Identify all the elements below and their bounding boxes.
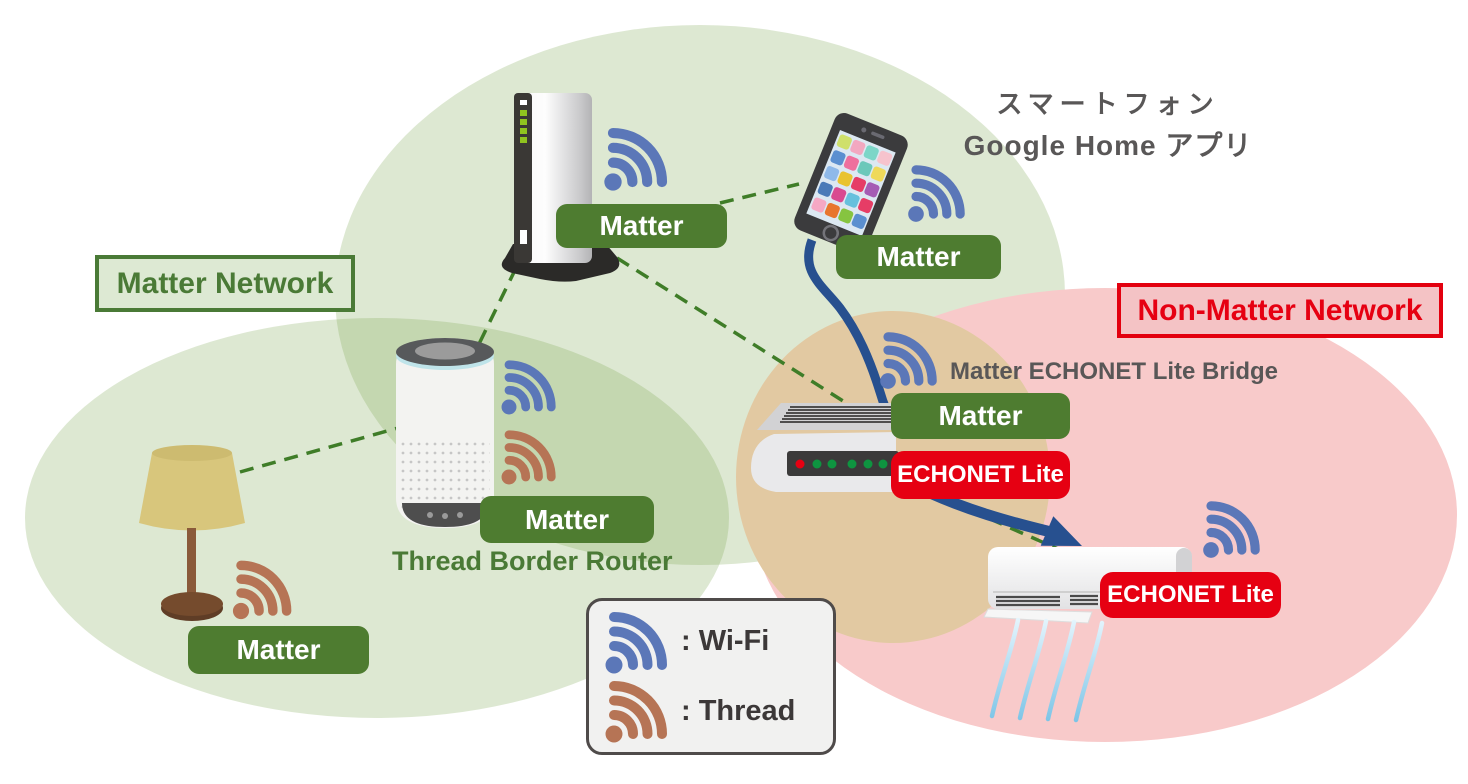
matter-badge-router: Matter [556, 204, 727, 248]
matter-badge-smartphone: Matter [836, 235, 1001, 279]
bridge-caption: Matter ECHONET Lite Bridge [950, 358, 1279, 385]
matter-network-label: Matter Network [95, 255, 355, 312]
smart-lamp [139, 445, 245, 621]
airflow-lines [989, 617, 1105, 723]
legend-thread-label: : Thread [681, 694, 796, 727]
link-lamp-purifier [239, 426, 399, 474]
smartphone-caption-line1: スマートフォン [996, 89, 1220, 119]
matter-network-label-text: Matter Network [116, 266, 334, 300]
smartphone [794, 112, 908, 254]
legend: : Wi-Fi : Thread [586, 598, 836, 755]
matter-badge-text: Matter [236, 634, 321, 665]
matter-badge-thread-border-router: Matter [480, 496, 654, 543]
echonet-lite-badge-ac: ECHONET Lite [1100, 572, 1281, 618]
echonet-lite-bridge-device [751, 403, 899, 492]
legend-row-thread: : Thread [603, 678, 823, 744]
matter-badge-bridge: Matter [891, 393, 1070, 439]
echonet-lite-badge-text: ECHONET Lite [897, 461, 1064, 488]
thread-icon [603, 678, 667, 744]
legend-wifi-label: : Wi-Fi [681, 625, 770, 658]
matter-badge-text: Matter [938, 400, 1023, 431]
smartphone-caption-line2: Google Home アプリ [963, 130, 1253, 161]
thread-border-router-device [396, 338, 494, 528]
app-icons [811, 134, 893, 229]
control-arrow-head [1040, 516, 1082, 546]
legend-row-wifi: : Wi-Fi [603, 609, 823, 675]
link-router-purifier [476, 267, 518, 347]
smartphone-caption: スマートフォン Google Home アプリ [908, 84, 1308, 164]
non-matter-network-label: Non-Matter Network [1117, 283, 1443, 338]
link-router-phone [719, 182, 800, 205]
matter-badge-text: Matter [599, 210, 684, 241]
matter-badge-lamp: Matter [188, 626, 369, 674]
thread-border-router-caption: Thread Border Router [392, 546, 673, 576]
matter-badge-text: Matter [876, 241, 961, 272]
non-matter-network-label-text: Non-Matter Network [1137, 293, 1423, 327]
wifi-icon [603, 609, 667, 675]
echonet-lite-badge-text: ECHONET Lite [1107, 581, 1274, 608]
matter-badge-text: Matter [524, 503, 609, 535]
echonet-lite-badge-bridge: ECHONET Lite [891, 451, 1070, 499]
link-router-bridge [616, 256, 852, 408]
